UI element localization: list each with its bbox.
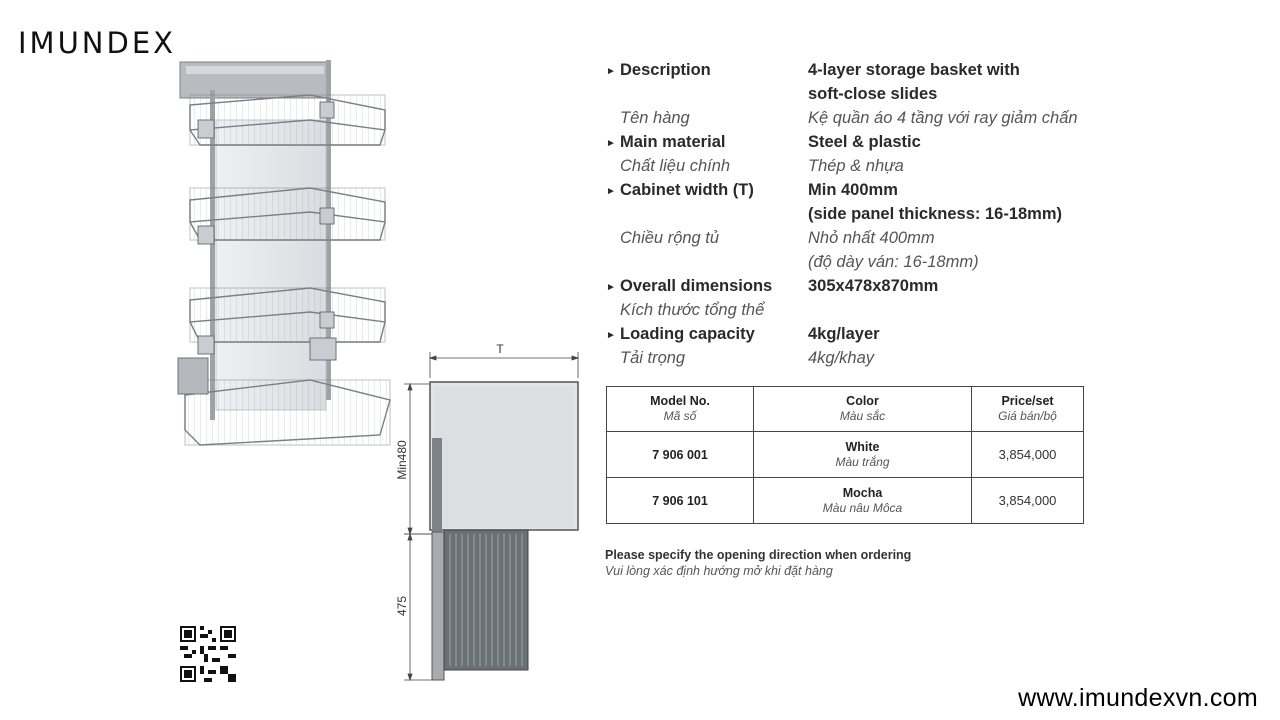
bullet-arrow-icon: ►: [606, 282, 616, 293]
cell-model: 7 906 101: [606, 477, 754, 524]
spec-description: ►Description 4-layer storage basket with: [606, 58, 1126, 82]
cell-price: 3,854,000: [971, 431, 1084, 478]
cell-price: 3,854,000: [971, 477, 1084, 524]
depth-label: Min480: [395, 440, 409, 480]
spec-capacity: ►Loading capacity 4kg/layer: [606, 322, 1126, 346]
cell-model: 7 906 001: [606, 431, 754, 478]
product-image: [177, 60, 391, 446]
bullet-arrow-icon: ►: [606, 66, 616, 77]
header-model: Model No.Mã số: [606, 386, 754, 432]
bullet-arrow-icon: ►: [606, 138, 616, 149]
height-label: 475: [395, 596, 409, 616]
width-label: T: [496, 342, 504, 356]
dimension-diagram: T Min480 475: [395, 342, 580, 682]
brand-logo: IMUNDEX: [18, 26, 177, 60]
qr-code: [180, 626, 236, 682]
spec-cabinet-width: ►Cabinet width (T) Min 400mm: [606, 178, 1126, 202]
spec-material: ►Main material Steel & plastic: [606, 130, 1126, 154]
spec-material-vi: Chất liệu chính Thép & nhựa: [620, 157, 904, 175]
bullet-arrow-icon: ►: [606, 186, 616, 197]
website-url[interactable]: www.imundexvn.com: [1018, 684, 1258, 712]
order-note: Please specify the opening direction whe…: [605, 547, 911, 579]
spec-cabinet-width-vi: Chiều rộng tủ Nhỏ nhất 400mm: [620, 229, 935, 247]
spec-description-vi: Tên hàng Kệ quần áo 4 tầng với ray giảm …: [620, 109, 1078, 127]
spec-dimensions-vi: Kích thước tổng thể: [620, 301, 765, 319]
spec-list: ►Description 4-layer storage basket with…: [606, 58, 1126, 370]
spec-dimensions: ►Overall dimensions 305x478x870mm: [606, 274, 1126, 298]
spec-capacity-vi: Tải trọng 4kg/khay: [620, 349, 875, 367]
bullet-arrow-icon: ►: [606, 330, 616, 341]
order-note-en: Please specify the opening direction whe…: [605, 548, 912, 562]
order-note-vi: Vui lòng xác định hướng mở khi đặt hàng: [605, 564, 833, 578]
